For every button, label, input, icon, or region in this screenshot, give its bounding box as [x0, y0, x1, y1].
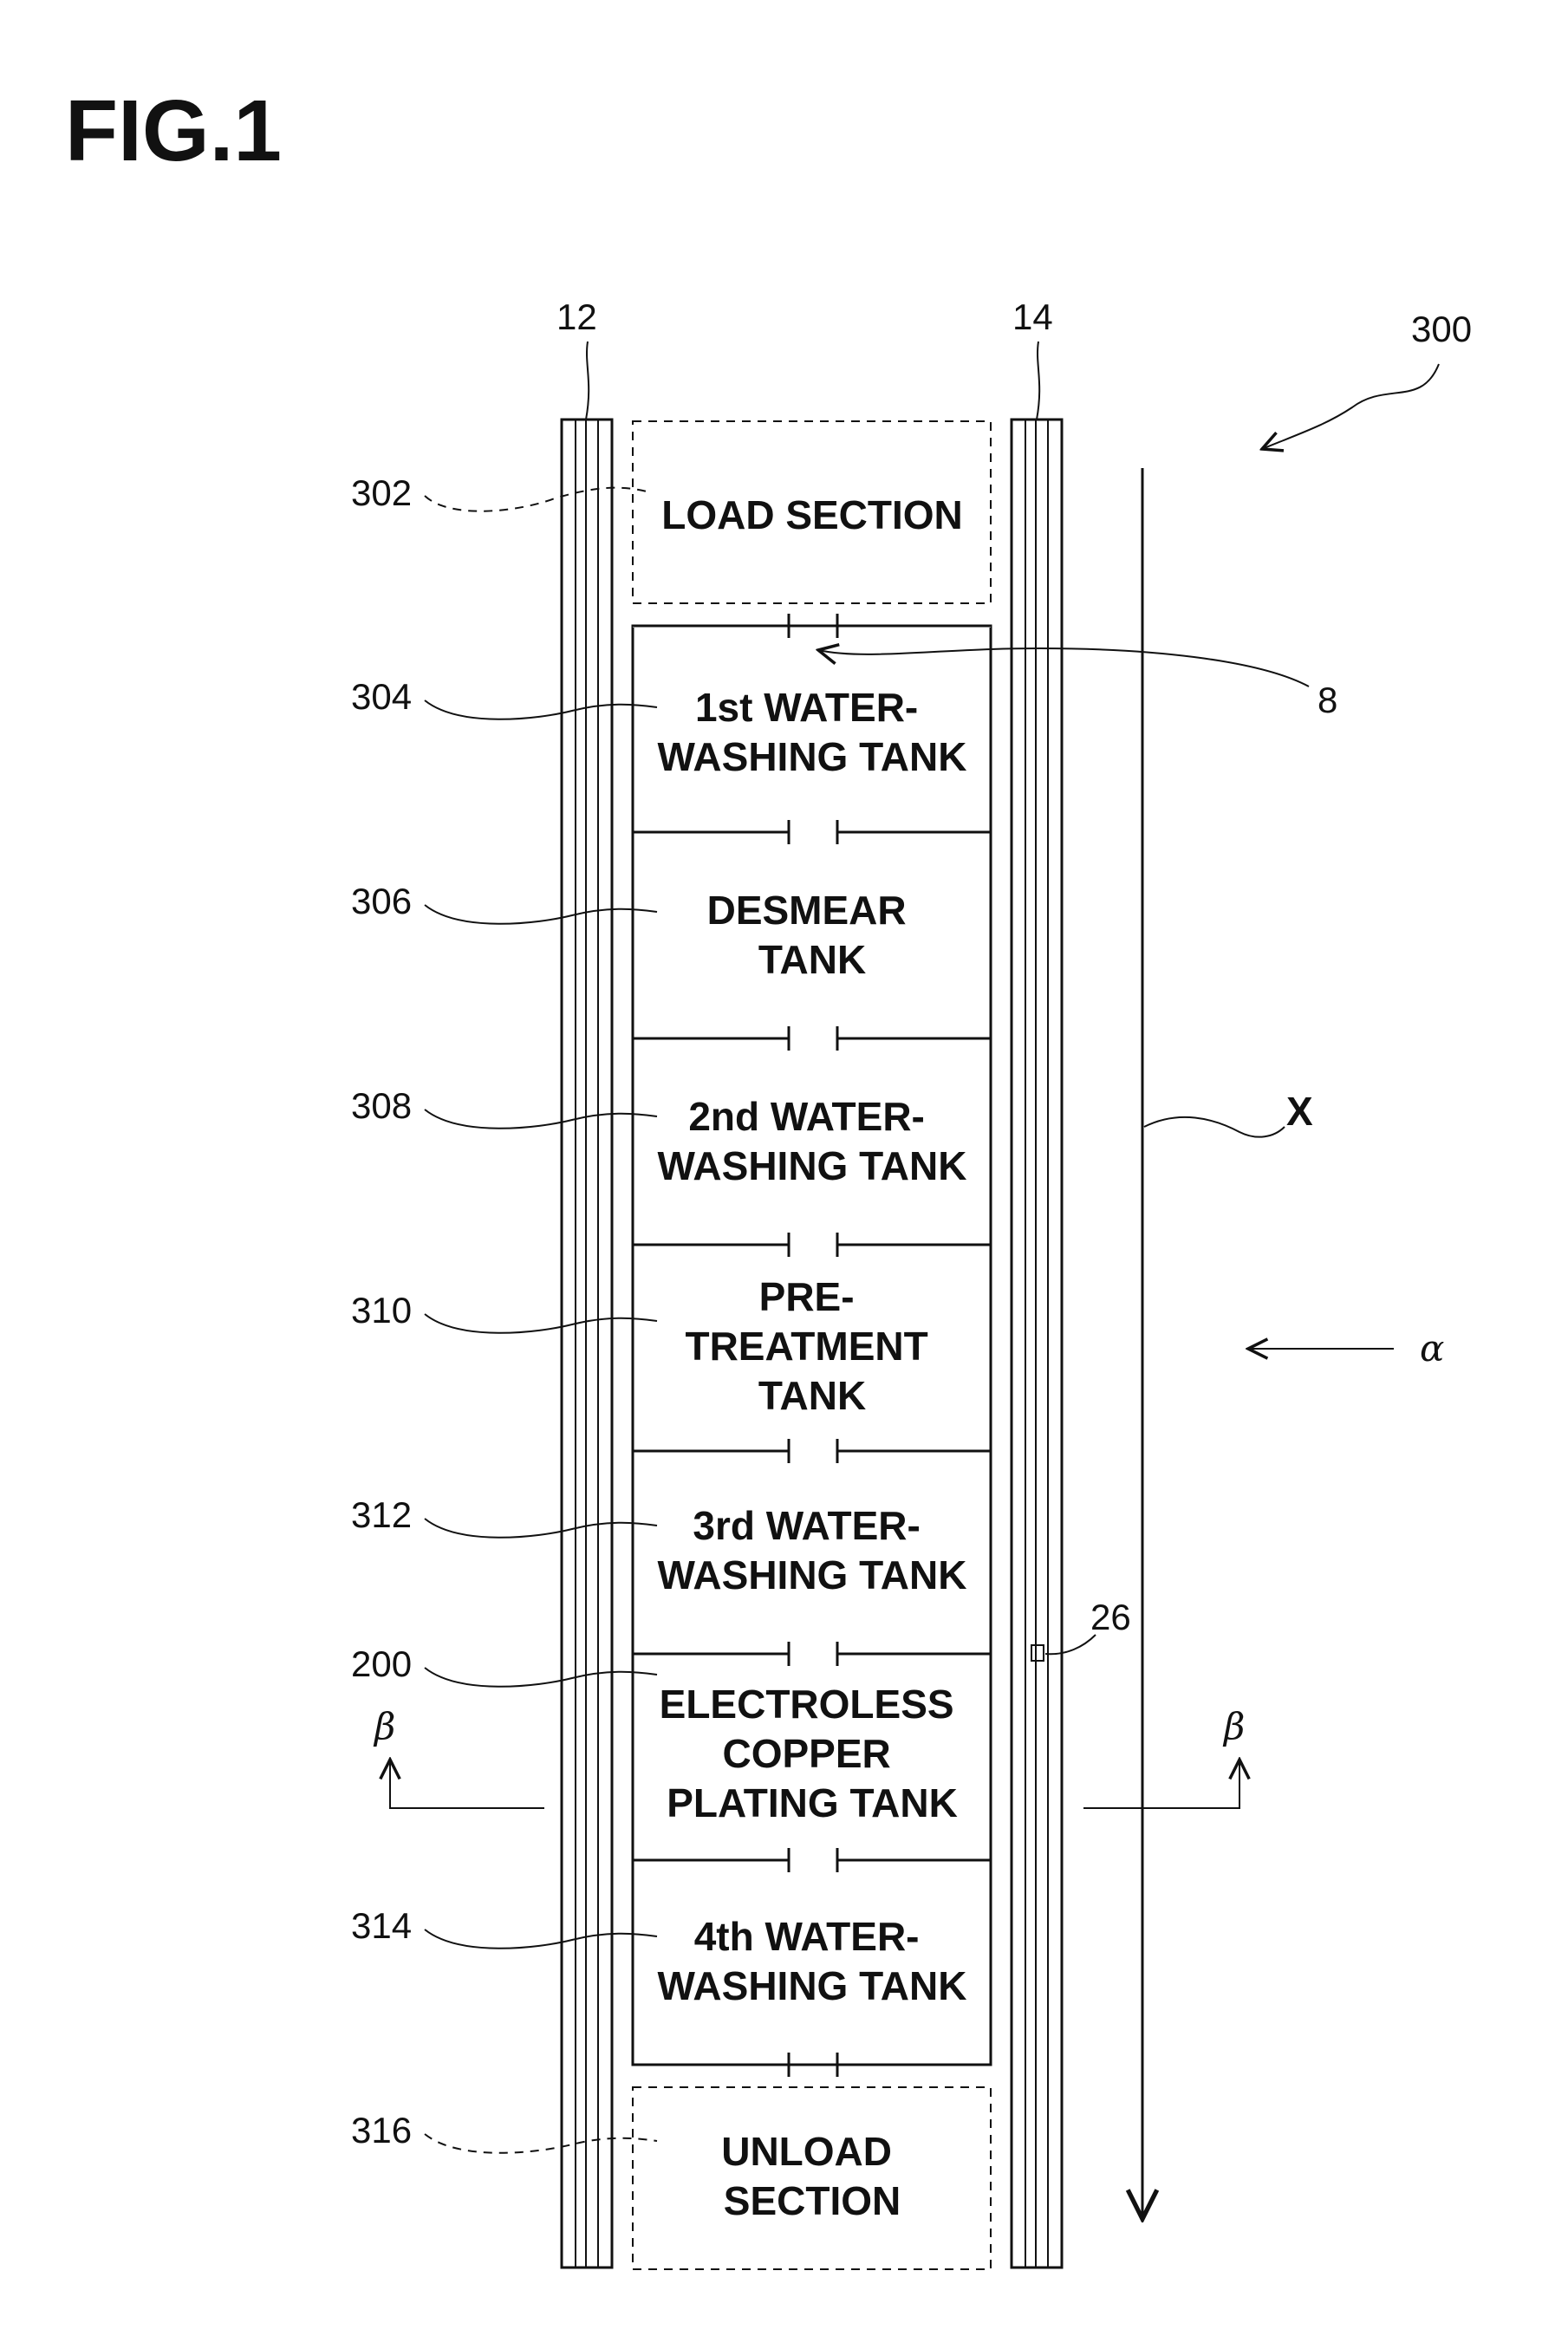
ref-302: 302 — [351, 472, 412, 513]
partition-6 — [633, 1848, 991, 1872]
ref-308: 308 — [351, 1085, 412, 1126]
ref-316: 316 — [351, 2110, 412, 2151]
beta-label-left: β — [373, 1705, 395, 1747]
ref-x: X — [1286, 1089, 1313, 1134]
left-rail — [562, 420, 612, 2268]
ref-310-leader — [425, 1314, 657, 1333]
ref-300-arrow — [1262, 364, 1439, 449]
partition-4 — [633, 1439, 991, 1463]
beta-section-right — [1083, 1760, 1239, 1808]
alpha-label: α — [1420, 1327, 1444, 1370]
partition-5 — [633, 1642, 991, 1666]
ref-306: 306 — [351, 881, 412, 921]
rail-left-leader — [586, 342, 589, 420]
ref-304: 304 — [351, 676, 412, 717]
load-section-label: LOAD SECTION — [661, 492, 963, 537]
rail-left-ref: 12 — [556, 296, 597, 337]
unload-section-label: UNLOAD SECTION — [721, 2129, 903, 2223]
tank-1-label: 1st WATER- WASHING TANK — [658, 685, 967, 779]
beta-label-right: β — [1222, 1705, 1245, 1747]
rail-right-leader — [1037, 342, 1039, 420]
ref-304-leader — [425, 700, 657, 719]
right-rail — [1012, 420, 1062, 2268]
ref-8-arrow — [818, 648, 1309, 686]
tank-5-label: 3rd WATER- WASHING TANK — [658, 1503, 967, 1597]
tank-4-label: PRE- TREATMENT TANK — [685, 1274, 939, 1418]
ref-26-leader — [1045, 1635, 1096, 1654]
beta-section-left — [390, 1760, 544, 1808]
tank-7-label: 4th WATER- WASHING TANK — [658, 1914, 967, 2008]
ref-310: 310 — [351, 1290, 412, 1331]
ref-300: 300 — [1411, 309, 1472, 349]
ref-312-leader — [425, 1519, 657, 1538]
tank-2-label: DESMEAR TANK — [707, 888, 918, 982]
ref-x-leader — [1144, 1117, 1285, 1137]
figure-title: FIG.1 — [65, 82, 282, 179]
ref-302-leader — [425, 488, 650, 511]
ref-312: 312 — [351, 1494, 412, 1535]
ref-308-leader — [425, 1109, 657, 1129]
partition-2 — [633, 1026, 991, 1051]
ref-314: 314 — [351, 1905, 412, 1946]
tank-6-label: ELECTROLESS COPPER PLATING TANK — [660, 1682, 966, 1825]
ref-314-leader — [425, 1929, 657, 1949]
ref-200: 200 — [351, 1643, 412, 1684]
ref-200-leader — [425, 1668, 657, 1687]
rail-right-ref: 14 — [1012, 296, 1053, 337]
sensor-26 — [1031, 1645, 1044, 1661]
ref-306-leader — [425, 905, 657, 924]
tank-3-label: 2nd WATER- WASHING TANK — [658, 1094, 967, 1188]
ref-26: 26 — [1090, 1597, 1131, 1637]
ref-8: 8 — [1318, 680, 1337, 720]
partition-3 — [633, 1233, 991, 1257]
partition-1 — [633, 820, 991, 844]
ref-316-leader — [425, 2134, 657, 2153]
